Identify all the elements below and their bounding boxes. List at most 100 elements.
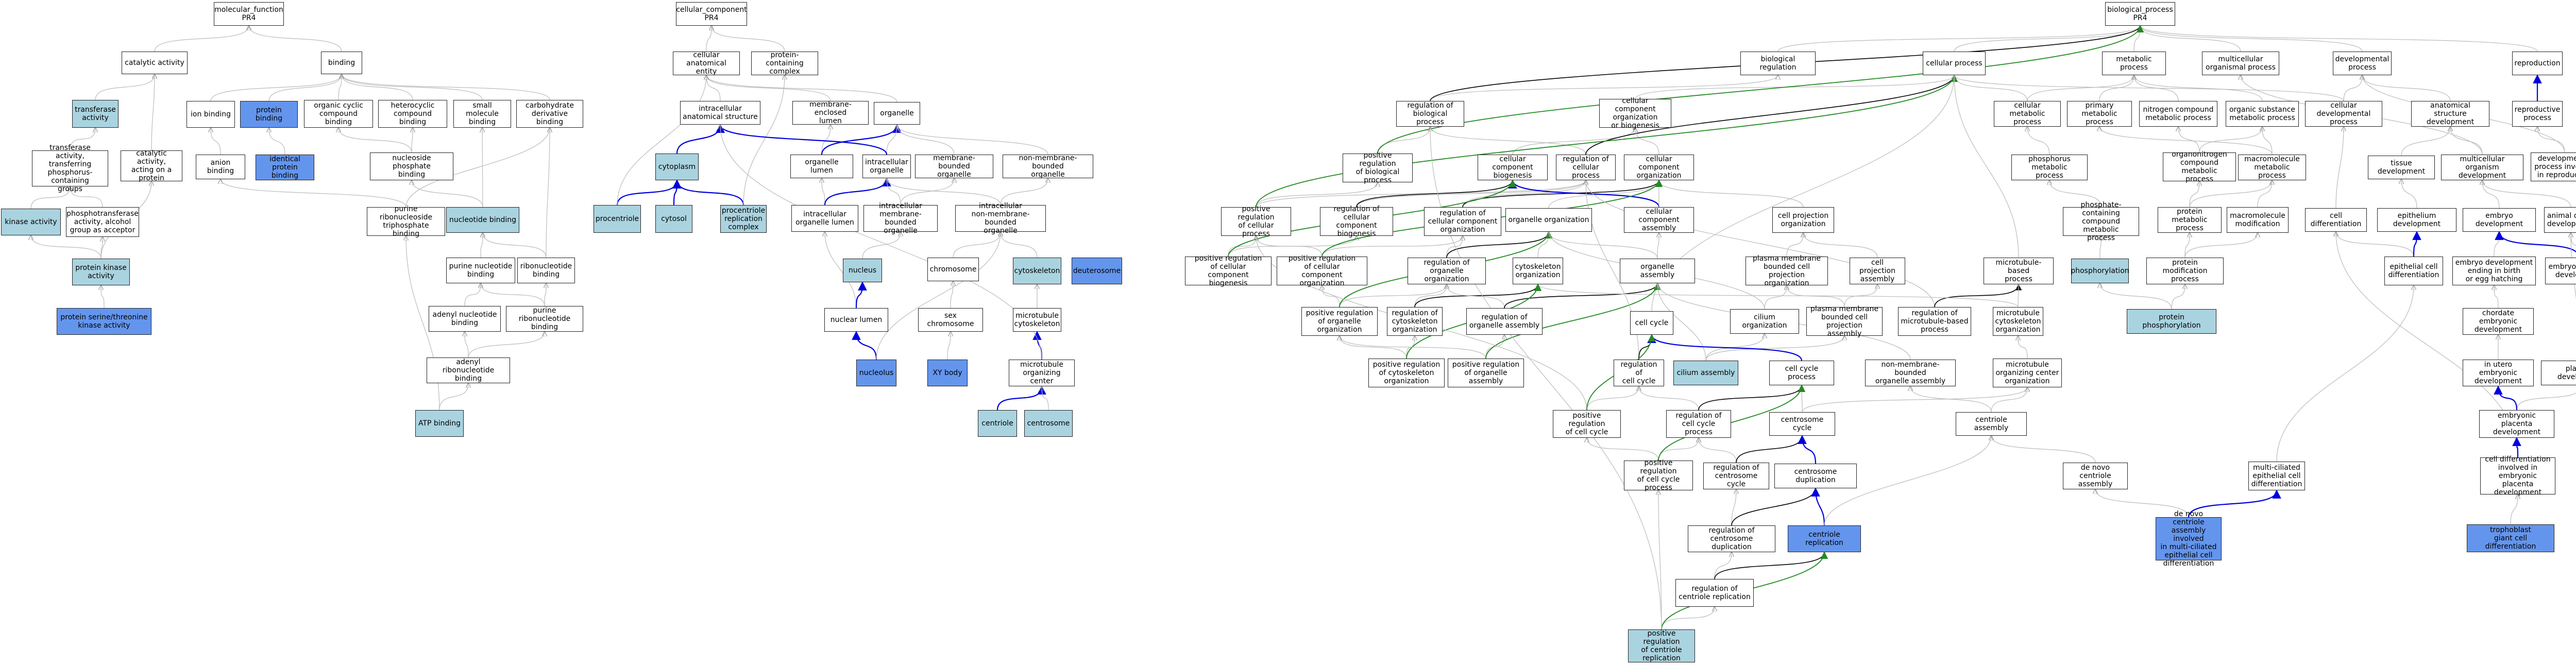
node-regulation-of-centrosome-duplication[interactable]: regulation of centrosome duplication — [1688, 525, 1775, 552]
node-metabolic-process[interactable]: metabolic process — [2102, 52, 2166, 75]
node-multicellular-organism-development[interactable]: multicellular organism development — [2441, 155, 2523, 180]
node-purine-ribonucleoside-triphosphate[interactable]: purine ribonucleoside triphosphate bindi… — [367, 205, 445, 238]
node-epithelial-cell-differentiation[interactable]: epithelial cell differentiation — [2384, 257, 2443, 285]
node-cytoskeleton[interactable]: cytoskeleton — [1013, 258, 1061, 284]
node-binding[interactable]: binding — [321, 52, 362, 74]
node-positive-regulation-of-biological-process[interactable]: positive regulation of biological proces… — [1343, 151, 1413, 184]
node-biological-regulation[interactable]: biological regulation — [1740, 52, 1816, 75]
node-non-membrane-bounded-organelle[interactable]: non-membrane-bounded organelle — [1003, 154, 1093, 179]
node-microtubule-cytoskeleton-organization[interactable]: microtubule cytoskeleton organization — [1993, 307, 2043, 336]
node-positive-regulation-of-centriole-replication[interactable]: positive regulation of centriole replica… — [1628, 629, 1695, 662]
node-protein-binding[interactable]: protein binding — [240, 101, 298, 128]
node-biological-process[interactable]: biological_process PR4 — [2105, 2, 2175, 26]
node-cellular-developmental-process[interactable]: cellular developmental process — [2305, 101, 2382, 127]
node-tissue-development[interactable]: tissue development — [2368, 156, 2435, 179]
node-positive-regulation-of-cc-biogenesis[interactable]: positive regulation of cellular componen… — [1185, 254, 1272, 287]
node-cellular-process[interactable]: cellular process — [1923, 52, 1986, 75]
node-de-novo-centriole-assembly-multiciliated[interactable]: de novo centriole assembly involved in m… — [2156, 510, 2222, 568]
node-intracellular-organelle-lumen[interactable]: intracellular organelle lumen — [791, 205, 858, 232]
node-cilium-assembly[interactable]: cilium assembly — [1673, 361, 1738, 385]
node-regulation-of-cc-biogenesis[interactable]: regulation of cellular component biogene… — [1320, 205, 1393, 238]
node-regulation-of-biological-process[interactable]: regulation of biological process — [1396, 101, 1464, 127]
node-chordate-embryonic-development[interactable]: chordate embryonic development — [2463, 308, 2534, 335]
node-embryo-development[interactable]: embryo development — [2463, 208, 2536, 232]
node-xy-body[interactable]: XY body — [927, 360, 968, 386]
node-transferase-phosphorus[interactable]: transferase activity, transferring phosp… — [32, 144, 108, 193]
node-nucleolus[interactable]: nucleolus — [856, 360, 896, 386]
node-regulation-of-organelle-assembly[interactable]: regulation of organelle assembly — [1466, 308, 1543, 335]
node-embryonic-placenta-development[interactable]: embryonic placenta development — [2479, 410, 2554, 438]
node-cytoskeleton-organization[interactable]: cytoskeleton organization — [1513, 258, 1563, 284]
node-membrane-bounded-organelle[interactable]: membrane-bounded organelle — [915, 154, 993, 179]
node-positive-regulation-of-organelle-organization[interactable]: positive regulation of organelle organiz… — [1301, 307, 1378, 336]
node-plasma-membrane-projection-assembly[interactable]: plasma membrane bounded cell projection … — [1806, 305, 1883, 338]
node-cell-differentiation[interactable]: cell differentiation — [2305, 208, 2367, 232]
node-cell-differentiation-involved-in-embryonic-placenta[interactable]: cell differentiation involved in embryon… — [2480, 455, 2555, 497]
node-heterocyclic[interactable]: heterocyclic compound binding — [378, 100, 447, 128]
node-cell-projection-organization[interactable]: cell projection organization — [1772, 207, 1834, 233]
node-in-utero-embryonic-development[interactable]: in utero embryonic development — [2463, 360, 2534, 386]
node-cilium-organization[interactable]: cilium organization — [1730, 309, 1799, 334]
node-developmental-process[interactable]: developmental process — [2333, 52, 2392, 75]
node-positive-regulation-of-cytoskeleton-organization[interactable]: positive regulation of cytoskeleton orga… — [1368, 359, 1445, 387]
node-embryonic-organ-development[interactable]: embryonic organ development — [2545, 258, 2576, 284]
node-phosphotransferase[interactable]: phosphotransferase activity, alcohol gro… — [66, 207, 139, 237]
node-catalytic-activity[interactable]: catalytic activity — [122, 52, 188, 74]
node-cellular-component[interactable]: cellular_component PR4 — [676, 2, 747, 26]
node-organic-substance-metabolic[interactable]: organic substance metabolic process — [2226, 101, 2299, 127]
node-nuclear-lumen[interactable]: nuclear lumen — [824, 308, 888, 332]
node-cellular-metabolic-process[interactable]: cellular metabolic process — [1994, 101, 2061, 127]
node-regulation-of-cell-cycle-process[interactable]: regulation of cell cycle process — [1666, 410, 1731, 438]
node-mtoc-organization[interactable]: microtubule organizing center organizati… — [1993, 359, 2062, 387]
node-animal-organ-development[interactable]: animal organ development — [2544, 207, 2576, 233]
node-molecular-function[interactable]: molecular_function PR4 — [214, 2, 284, 26]
node-positive-regulation-of-cc-organization[interactable]: positive regulation of cellular componen… — [1277, 254, 1367, 287]
node-embryo-development-ending-in-birth[interactable]: embryo development ending in birth or eg… — [2452, 257, 2536, 285]
node-cellular-anatomical-entity[interactable]: cellular anatomical entity — [673, 51, 740, 76]
node-centrosome[interactable]: centrosome — [1024, 410, 1073, 437]
node-phosphorylation[interactable]: phosphorylation — [2071, 259, 2129, 283]
node-protein-modification-process[interactable]: protein modification process — [2146, 258, 2224, 284]
node-organonitrogen-compound-metabolic[interactable]: organonitrogen compound metabolic proces… — [2163, 150, 2236, 183]
node-phosphorus-metabolic-process[interactable]: phosphorus metabolic process — [2011, 155, 2088, 180]
node-intracellular-organelle[interactable]: intracellular organelle — [862, 155, 911, 178]
node-regulation-of-cell-cycle[interactable]: regulation of cell cycle — [1614, 360, 1664, 386]
node-ser-thr-kinase[interactable]: protein serine/threonine kinase activity — [57, 308, 151, 335]
node-intracellular-membrane-bounded-organelle[interactable]: intracellular membrane-bounded organelle — [863, 202, 938, 235]
node-centrosome-duplication[interactable]: centrosome duplication — [1774, 464, 1857, 488]
node-nucleoside-phosphate[interactable]: nucleoside phosphate binding — [370, 152, 453, 180]
node-reproduction[interactable]: reproduction — [2512, 52, 2563, 75]
node-microtubule-cytoskeleton[interactable]: microtubule cytoskeleton — [1013, 308, 1061, 332]
node-procentriole[interactable]: procentriole — [594, 205, 641, 233]
node-positive-regulation-of-organelle-assembly[interactable]: positive regulation of organelle assembl… — [1448, 359, 1524, 387]
node-trophoblast-giant-cell-differentiation[interactable]: trophoblast giant cell differentiation — [2467, 524, 2554, 552]
node-nucleotide-binding[interactable]: nucleotide binding — [446, 207, 519, 233]
node-ribonucleotide[interactable]: ribonucleotide binding — [517, 258, 575, 283]
node-protein-kinase[interactable]: protein kinase activity — [72, 259, 130, 285]
node-procentriole-replication-complex[interactable]: procentriole replication complex — [720, 205, 767, 233]
node-positive-regulation-of-cell-cycle-process[interactable]: positive regulation of cell cycle proces… — [1624, 459, 1693, 492]
node-microtubule-based-process[interactable]: microtubule-based process — [1984, 258, 2054, 284]
node-purine-ribonucleotide[interactable]: purine ribonucleotide binding — [506, 306, 583, 332]
node-positive-regulation-of-cell-cycle[interactable]: positive regulation of cell cycle — [1553, 410, 1621, 438]
node-kinase-activity[interactable]: kinase activity — [1, 209, 61, 235]
node-developmental-process-involved-in-reproduction[interactable]: developmental process involved in reprod… — [2531, 152, 2576, 181]
node-cytosol[interactable]: cytosol — [655, 205, 692, 233]
node-protein-containing-complex[interactable]: protein-containing complex — [751, 51, 818, 76]
node-microtubule-organizing-center[interactable]: microtubule organizing center — [1009, 360, 1075, 386]
node-sex-chromosome[interactable]: sex chromosome — [918, 308, 983, 332]
node-atp-binding[interactable]: ATP binding — [415, 410, 464, 437]
node-chromosome[interactable]: chromosome — [927, 258, 979, 281]
node-regulation-of-organelle-organization[interactable]: regulation of organelle organization — [1408, 258, 1486, 284]
node-regulation-of-cytoskeleton-organization[interactable]: regulation of cytoskeleton organization — [1387, 307, 1443, 336]
node-cell-cycle[interactable]: cell cycle — [1630, 311, 1673, 335]
node-intracellular-non-membrane-bounded-organelle[interactable]: intracellular non-membrane-bounded organ… — [955, 202, 1046, 235]
node-regulation-of-cc-organization[interactable]: regulation of cellular component organiz… — [1424, 207, 1501, 236]
node-cellular-component-biogenesis[interactable]: cellular component biogenesis — [1478, 155, 1548, 180]
node-placenta-development[interactable]: placenta development — [2541, 361, 2576, 385]
node-regulation-of-centrosome-cycle[interactable]: regulation of centrosome cycle — [1703, 463, 1769, 489]
node-organelle-lumen[interactable]: organelle lumen — [790, 155, 853, 178]
node-phosphate-containing-compound-metabolic[interactable]: phosphate-containing compound metabolic … — [2063, 201, 2139, 242]
node-carbohydrate-derivative[interactable]: carbohydrate derivative binding — [516, 100, 583, 128]
node-cytoplasm[interactable]: cytoplasm — [655, 154, 699, 180]
